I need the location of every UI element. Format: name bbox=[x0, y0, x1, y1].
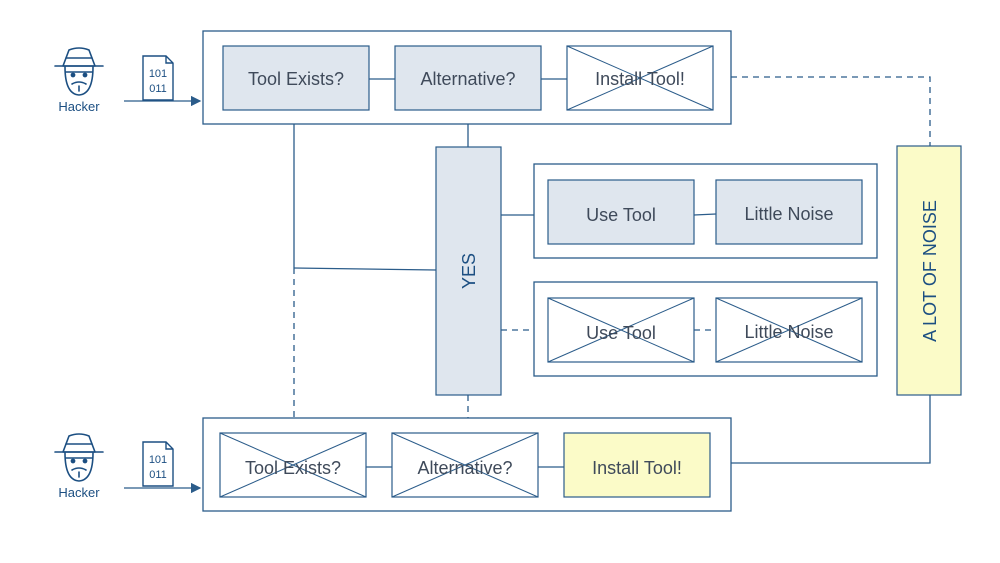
top-alternative-box: Alternative? bbox=[394, 45, 542, 111]
top-alternative-label: Alternative? bbox=[420, 69, 515, 89]
top-flow-container bbox=[202, 30, 732, 125]
top-install-tool-box-crossed: Install Tool! bbox=[566, 45, 714, 111]
connectors bbox=[124, 76, 931, 494]
top-to-noise-dashed bbox=[731, 76, 931, 146]
file-bits-bottom-line1: 101 bbox=[149, 454, 167, 466]
bottom-alternative-label: Alternative? bbox=[417, 458, 512, 478]
hacker-top: Hacker 101 011 bbox=[54, 47, 174, 114]
use-tool-crossed-label: Use Tool bbox=[586, 323, 656, 343]
bottom-flow-container bbox=[202, 417, 732, 512]
bottom-install-tool-label: Install Tool! bbox=[592, 458, 682, 478]
upper-right-container bbox=[533, 163, 878, 259]
use-tool-to-noise-line bbox=[693, 213, 717, 216]
top-install-tool-label: Install Tool! bbox=[595, 69, 685, 89]
noise-bar-label: A LOT OF NOISE bbox=[920, 200, 940, 342]
file-bits-top-line1: 101 bbox=[149, 68, 167, 80]
hacker-icon bbox=[54, 47, 104, 96]
top-tool-exists-label: Tool Exists? bbox=[248, 69, 344, 89]
binary-file-icon: 101 011 bbox=[142, 441, 174, 487]
hacker-bottom: Hacker 101 011 bbox=[54, 433, 174, 500]
bottom-tool-exists-box-crossed: Tool Exists? bbox=[219, 432, 367, 498]
top-tool-exists-box: Tool Exists? bbox=[222, 45, 370, 111]
noise-bar: A LOT OF NOISE bbox=[896, 145, 962, 396]
use-tool-label: Use Tool bbox=[586, 205, 656, 225]
little-noise-label: Little Noise bbox=[744, 204, 833, 224]
left-branch-to-yes bbox=[293, 267, 437, 271]
bottom-alternative-box-crossed: Alternative? bbox=[391, 432, 539, 498]
file-bits-bottom-line2: 011 bbox=[149, 469, 167, 481]
binary-file-icon: 101 011 bbox=[142, 55, 174, 101]
file-bits-top-line2: 011 bbox=[149, 83, 167, 95]
use-tool-box-crossed: Use Tool bbox=[547, 297, 695, 363]
hacker-top-label: Hacker bbox=[58, 99, 100, 114]
little-noise-crossed-label: Little Noise bbox=[744, 322, 833, 342]
little-noise-box-crossed: Little Noise bbox=[715, 297, 863, 363]
use-tool-box: Use Tool bbox=[547, 179, 695, 245]
hacker-icon bbox=[54, 433, 104, 482]
lower-right-container bbox=[533, 281, 878, 377]
little-noise-box: Little Noise bbox=[715, 179, 863, 245]
yes-bar: YES bbox=[435, 146, 502, 396]
bottom-tool-exists-label: Tool Exists? bbox=[245, 458, 341, 478]
yes-label: YES bbox=[459, 253, 479, 289]
hacker-bottom-label: Hacker bbox=[58, 485, 100, 500]
noise-to-bottom-line bbox=[731, 395, 931, 464]
bottom-install-tool-box: Install Tool! bbox=[563, 432, 711, 498]
